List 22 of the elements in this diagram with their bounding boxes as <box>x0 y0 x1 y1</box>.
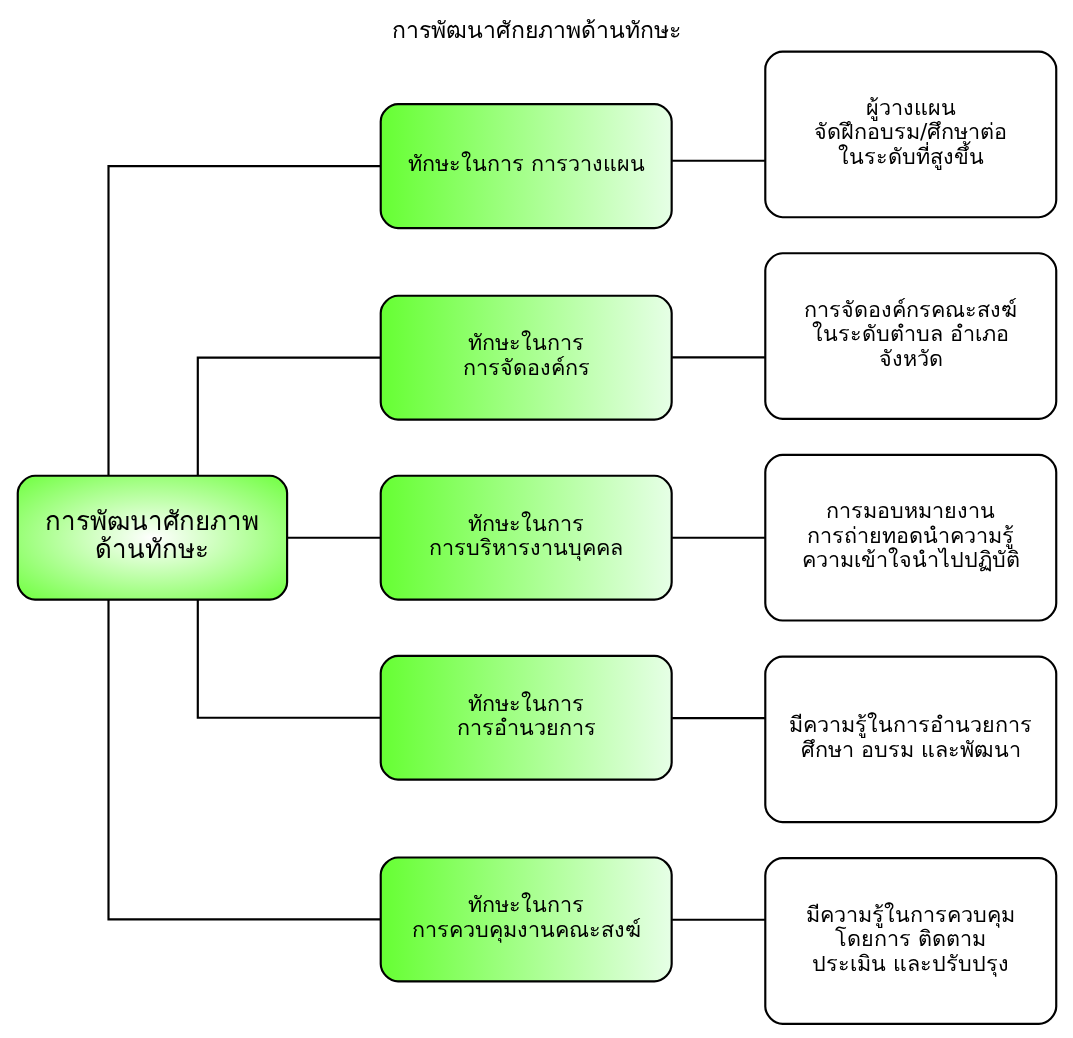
connector <box>196 599 380 719</box>
node-box: มีความรู้ในการอำนวยการ ศึกษา อบรม และพัฒนา <box>763 655 1057 824</box>
connector <box>671 159 765 162</box>
diagram-title: การพัฒนาศักยภาพด้านทักษะ <box>392 17 681 44</box>
connector <box>106 599 381 921</box>
node-box: ทักษะในการ การควบคุมงานคณะสงฆ์ <box>379 856 673 983</box>
connector <box>671 356 765 359</box>
node-box: มีความรู้ในการควบคุม โดยการ ติดตาม ประเมิน และปรับปรุง <box>763 857 1057 1025</box>
node-box: ทักษะในการ การจัดองค์กร <box>379 294 673 421</box>
connector <box>106 165 381 476</box>
connector <box>671 717 765 720</box>
node-box: การพัฒนาศักยภาพ ด้านทักษะ <box>16 474 288 601</box>
connector <box>286 536 381 539</box>
node-box: ผู้วางแผน จัดฝึกอบรม/ศึกษาต่อ ในระดับที่สูงขึ้น <box>763 50 1057 219</box>
connector <box>671 536 765 539</box>
connector <box>196 356 380 476</box>
connector <box>671 918 765 921</box>
node-box: การมอบหมายงาน การถ่ายทอดนำความรู้ ความเข้าใจนำไปปฏิบัติ <box>763 453 1057 622</box>
node-box: การจัดองค์กรคณะสงฆ์ ในระดับตำบล อำเภอ จังหวัด <box>763 252 1057 420</box>
node-box: ทักษะในการ การอำนวยการ <box>379 654 673 781</box>
node-box: ทักษะในการ การวางแผน <box>379 103 673 230</box>
node-box: ทักษะในการ การบริหารงานบุคคล <box>379 474 673 601</box>
